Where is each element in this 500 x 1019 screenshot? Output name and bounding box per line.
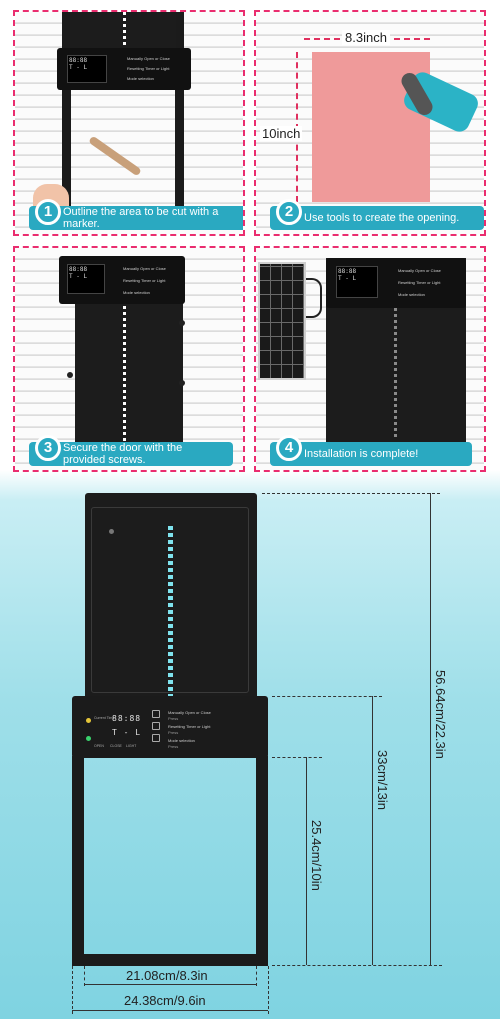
- opening-height-label: 25.4cm/10in: [309, 820, 324, 891]
- total-height-line: [430, 493, 431, 965]
- frame-top-ext: [272, 696, 382, 697]
- label-manual-press: Press: [168, 716, 179, 721]
- step-text: Secure the door with the provided screws…: [63, 442, 183, 466]
- opening-frame-bottom: [72, 960, 268, 966]
- screw-icon: [67, 372, 73, 378]
- screw-icon: [179, 320, 185, 326]
- total-width-label: 24.38cm/9.6in: [124, 993, 206, 1008]
- width-label: 8.3inch: [342, 30, 390, 45]
- step-text: Outline the area to be cut with a marker…: [63, 206, 219, 230]
- frame-height-label: 33cm/13in: [375, 750, 390, 810]
- label-timer: Resetting Timer or Light: [127, 66, 170, 71]
- left-ext-outer: [72, 966, 73, 1014]
- display-time: 88:88: [69, 57, 88, 64]
- display-mode: T - L: [69, 64, 88, 71]
- light-strip: [394, 308, 397, 438]
- opening-width-line: [84, 984, 256, 985]
- height-label: 10inch: [260, 126, 303, 141]
- display-mode: T - L: [338, 275, 357, 282]
- lcd-time: 88:88: [112, 714, 142, 723]
- left-ext-inner: [84, 966, 85, 986]
- step-3-caption: 3 Secure the door with the provided scre…: [29, 435, 233, 466]
- step-2-panel: 8.3inch 10inch 2 Use tools to create the…: [254, 10, 486, 236]
- total-width-line: [72, 1010, 268, 1011]
- step-badge: 2: [276, 199, 302, 225]
- light-strip: [123, 12, 126, 52]
- controller-display: 88:88 T - L: [67, 55, 107, 83]
- solar-panel: [258, 262, 306, 380]
- button-2-icon: [152, 722, 160, 730]
- display-time: 88:88: [338, 268, 357, 275]
- frame-height-line: [372, 696, 373, 965]
- label-timer: Resetting Timer or Light: [398, 280, 441, 285]
- indicator-yellow-icon: [86, 718, 91, 723]
- step-badge: 3: [35, 435, 61, 461]
- label-manual: Manually Open or Close: [398, 268, 441, 273]
- label-open: OPEN: [94, 744, 104, 748]
- step-text: Use tools to create the opening.: [304, 212, 460, 224]
- label-timer-press: Press: [168, 730, 179, 735]
- controller-display: 88:88 T - L: [67, 264, 105, 294]
- label-mode: Mode selection: [127, 76, 154, 81]
- step-badge: 4: [276, 435, 302, 461]
- step-1-panel: 88:88 T - L Manually Open or Close Reset…: [13, 10, 245, 236]
- solar-cable: [306, 278, 322, 318]
- opening-top-ext: [272, 757, 322, 758]
- label-mode: Mode selection: [398, 292, 425, 297]
- step-text: Installation is complete!: [304, 448, 419, 460]
- lcd-mode: T - L: [112, 728, 142, 737]
- button-1-icon: [152, 710, 160, 718]
- total-height-top-ext: [262, 493, 440, 494]
- step-4-caption: 4 Installation is complete!: [270, 435, 472, 466]
- controller-box: 88:88 T - L Manually Open or Close Reset…: [326, 258, 466, 308]
- label-current-time: Current Time: [94, 716, 115, 720]
- display-time: 88:88: [69, 266, 88, 273]
- door-frame: [62, 12, 184, 212]
- controller-box: 88:88 T - L Manually Open or Close Reset…: [59, 256, 185, 304]
- right-ext-outer: [268, 966, 269, 1014]
- door-top-panel: [85, 493, 257, 700]
- label-timer: Resetting Timer or Light: [123, 278, 166, 283]
- controller-box: 88:88 T - L Manually Open or Close Reset…: [57, 48, 191, 90]
- controller-box: Current Time 88:88 T - L OPEN CLOSE LIGH…: [72, 696, 268, 758]
- step-2-caption: 2 Use tools to create the opening.: [270, 199, 484, 230]
- light-strip: [168, 526, 173, 696]
- door-panel: [75, 298, 183, 448]
- label-light: LIGHT: [126, 744, 137, 748]
- step-badge: 1: [35, 199, 61, 225]
- screw-icon: [179, 380, 185, 386]
- label-manual: Manually Open or Close: [123, 266, 166, 271]
- step-4-panel: 88:88 T - L Manually Open or Close Reset…: [254, 246, 486, 472]
- label-mode-press: Press: [168, 744, 179, 749]
- button-3-icon: [152, 734, 160, 742]
- label-mode: Mode selection: [168, 738, 195, 743]
- display-mode: T - L: [69, 273, 88, 280]
- opening-frame: [72, 756, 268, 966]
- label-timer: Resetting Timer or Light: [168, 724, 211, 729]
- opening-width-label: 21.08cm/8.3in: [126, 968, 208, 983]
- label-mode: Mode selection: [123, 290, 150, 295]
- light-strip: [123, 300, 126, 446]
- label-manual: Manually Open or Close: [127, 56, 170, 61]
- step-3-panel: 88:88 T - L Manually Open or Close Reset…: [13, 246, 245, 472]
- label-manual: Manually Open or Close: [168, 710, 211, 715]
- total-height-label: 56.64cm/22.3in: [433, 670, 448, 759]
- bottom-ext: [272, 965, 442, 966]
- label-close: CLOSE: [110, 744, 122, 748]
- sensor-dot-icon: [109, 529, 114, 534]
- controller-display: 88:88 T - L: [336, 266, 378, 298]
- indicator-green-icon: [86, 736, 91, 741]
- step-1-caption: 1 Outline the area to be cut with a mark…: [29, 199, 243, 230]
- opening-height-line: [306, 757, 307, 965]
- right-ext-inner: [256, 966, 257, 986]
